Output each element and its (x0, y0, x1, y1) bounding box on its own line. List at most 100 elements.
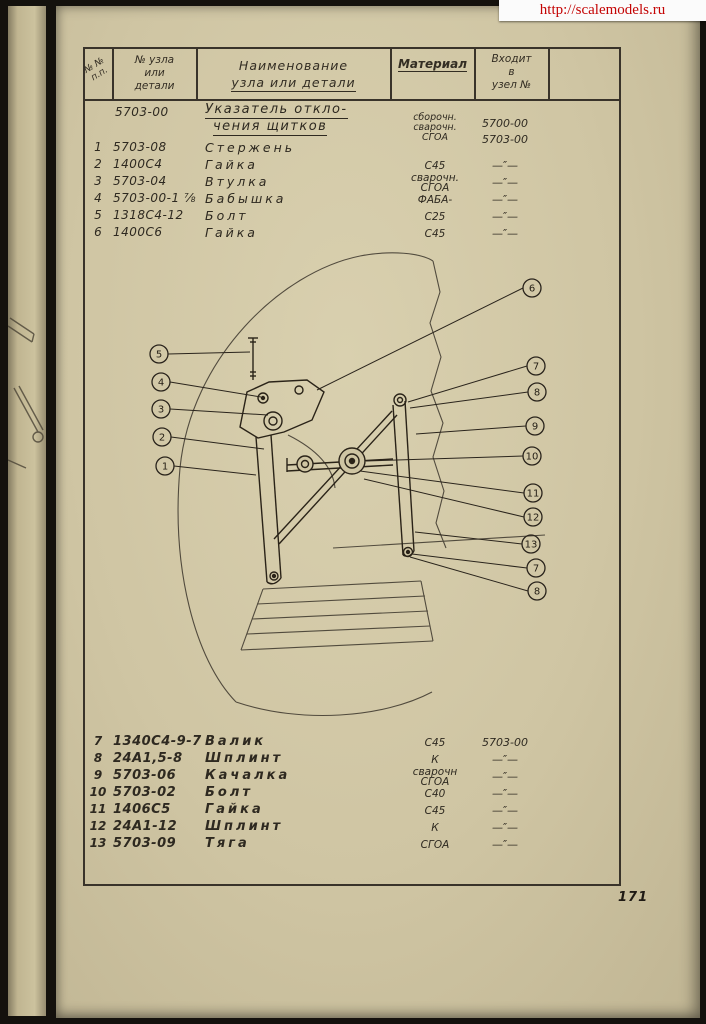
callout-7b: 7 (526, 558, 546, 578)
part-number: 5703-04 (113, 174, 167, 188)
part-name: Болт (205, 785, 253, 800)
material-cell: ФАБА- (417, 193, 453, 206)
assembly-title-line1: Указатель откло- (205, 102, 348, 119)
callout-6: 6 (522, 278, 542, 298)
header-text-line: узла или детали (197, 74, 390, 92)
table-row: 4 5703-00-1 ⅞ Бабышка ФАБА- —″— (83, 191, 621, 208)
assembly-ref: —″— (491, 787, 519, 800)
table-row: 6 1400С6 Гайка С45 —″— (83, 225, 621, 242)
part-name: Втулка (205, 174, 270, 189)
part-name: Бабышка (205, 191, 287, 206)
callout-2: 2 (152, 427, 172, 447)
row-index: 2 (94, 157, 102, 171)
svg-text:9: 9 (532, 422, 538, 433)
row-index: 6 (94, 225, 102, 239)
assembly-ref: —″— (491, 821, 519, 834)
row-index: 4 (94, 191, 102, 205)
table-row: 8 24А1,5-8 Шплинт К —″— (83, 751, 621, 768)
table-row: 5 1318С4-12 Болт С25 —″— (83, 208, 621, 225)
material-cell: сварочн.СГОА (411, 171, 459, 194)
part-number: 5703-06 (113, 768, 177, 783)
column-divider-line (548, 49, 550, 100)
adjacent-page-drawing-fragment (8, 317, 44, 469)
assembly-ref: —″— (491, 838, 519, 851)
callout-7: 7 (526, 356, 546, 376)
table-row: 12 24А1-12 Шплинт К —″— (83, 819, 621, 836)
assembly-ref: —″— (491, 770, 519, 783)
callout-8b: 8 (527, 581, 547, 601)
part-name: Стержень (205, 140, 296, 155)
table-row: 3 5703-04 Втулка сварочн.СГОА —″— (83, 171, 621, 194)
part-number: 1400С6 (113, 225, 163, 239)
callout-13: 13 (521, 534, 541, 554)
column-divider-line (390, 49, 392, 100)
page-number: 171 (618, 890, 649, 905)
part-number: 5703-09 (113, 836, 177, 851)
row-index: 1 (94, 140, 102, 154)
table-row: 7 1340С4-9-7 Валик С45 5703-00 (83, 734, 621, 751)
part-name: Шплинт (205, 819, 284, 834)
assembly-ref: 5700-00 (482, 117, 528, 130)
material-cell: К (431, 753, 439, 766)
svg-text:13: 13 (525, 540, 538, 551)
parts-table-frame (83, 47, 621, 886)
svg-text:3: 3 (158, 405, 164, 416)
callout-10: 10 (522, 446, 542, 466)
column-divider-line (112, 49, 114, 100)
column-header-assembly: Входит в узел № (475, 53, 548, 92)
part-number: 1340С4-9-7 (113, 734, 202, 749)
svg-text:12: 12 (527, 513, 540, 524)
assembly-title-line2: чения щитков (213, 119, 328, 136)
callout-11: 11 (523, 483, 543, 503)
material-cell: С45 (424, 804, 446, 817)
row-index: 10 (89, 785, 107, 799)
header-text-line: детали (134, 80, 175, 92)
column-header-material: Материал (391, 57, 474, 72)
part-name: Гайка (205, 157, 258, 172)
svg-text:7: 7 (533, 564, 539, 575)
callout-3: 3 (151, 399, 171, 419)
assembly-ref: —″— (491, 210, 519, 223)
header-text-line: узел № (491, 79, 532, 91)
wing-outline-sketch (177, 252, 546, 717)
svg-text:10: 10 (526, 452, 539, 463)
column-header-name: Наименование узла или детали (197, 57, 390, 92)
column-divider-line (474, 49, 476, 100)
header-underline (83, 99, 621, 101)
material-cell: С40 (424, 787, 446, 800)
part-name: Шплинт (205, 751, 284, 766)
header-text-line: Входит (491, 53, 532, 65)
part-name: Гайка (205, 225, 258, 240)
part-name: Болт (205, 208, 249, 223)
table-row: 2 1400С4 Гайка С45 —″— (83, 157, 621, 174)
leader-lines (167, 287, 529, 592)
svg-text:2: 2 (159, 433, 165, 444)
header-text-line: или (144, 67, 165, 79)
assembly-ref: —″— (491, 753, 519, 766)
scanned-manual-page (56, 6, 700, 1018)
part-name: Тяга (205, 836, 250, 851)
header-text-line: узла или детали (231, 75, 356, 92)
material-text: сборочн. (413, 112, 457, 123)
callout-4: 4 (151, 372, 171, 392)
row-index: 7 (93, 734, 103, 748)
part-number: 1406С5 (113, 802, 171, 817)
material-cell (391, 140, 479, 157)
material-cell: С45 (424, 159, 446, 172)
svg-text:8: 8 (534, 388, 540, 399)
svg-text:4: 4 (158, 378, 164, 389)
assembly-ref: —″— (491, 804, 519, 817)
assembly-ref: —″— (491, 193, 519, 206)
header-text-line: Материал (397, 57, 468, 72)
row-index: 11 (89, 802, 107, 816)
header-text-line: Наименование (238, 58, 349, 73)
material-text: сварочн. (413, 122, 457, 133)
callout-8: 8 (527, 382, 547, 402)
table-row: 13 5703-09 Тяга СГОА —″— (83, 836, 621, 853)
row-index: 3 (94, 174, 102, 188)
material-cell: СГОА (420, 838, 450, 851)
part-name: Гайка (205, 802, 264, 817)
column-header-part-number: № узла или детали (113, 54, 196, 93)
